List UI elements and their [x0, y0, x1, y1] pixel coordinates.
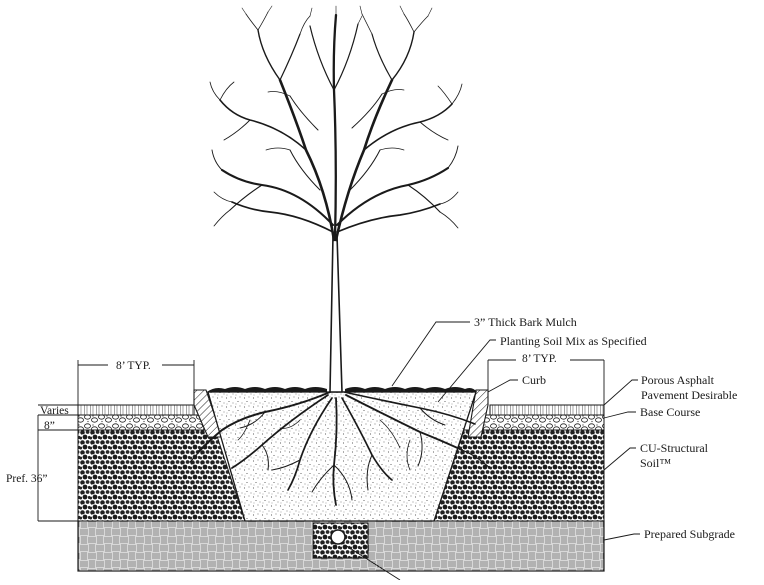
prepared-subgrade-label: Prepared Subgrade: [644, 527, 735, 541]
structural-soil-label-line1: CU-Structural: [640, 441, 709, 455]
eight-inch-dimension: 8”: [44, 420, 55, 432]
drain-pipe-icon: [330, 529, 346, 545]
right-typ-dimension: 8’ TYP.: [522, 353, 557, 365]
bark-mulch-right: [345, 387, 477, 392]
porous-asphalt-label-line1: Porous Asphalt: [641, 373, 715, 387]
curb-right: [467, 389, 489, 438]
base-course-left: [77, 414, 211, 431]
porous-asphalt-right: [489, 404, 605, 416]
left-typ-dimension: 8’ TYP.: [116, 360, 151, 372]
structural-soil-left: [77, 429, 246, 522]
tree: [209, 5, 463, 393]
curb-label: Curb: [522, 373, 546, 387]
porous-asphalt-label-line2: Pavement Desirable: [641, 388, 737, 402]
varies-dimension: Varies: [40, 405, 69, 417]
tree-trunk: [329, 234, 343, 393]
root-system: [189, 391, 491, 506]
bark-mulch-label: 3” Thick Bark Mulch: [474, 315, 577, 329]
structural-soil-label-line2: Soil™: [640, 456, 671, 470]
base-course-right: [478, 414, 605, 431]
dimension-lines-left: [37, 360, 195, 522]
pref-depth-dimension: Pref. 36”: [6, 473, 48, 485]
base-course-label: Base Course: [640, 405, 700, 419]
porous-asphalt-left: [77, 404, 195, 416]
dimension-lines-right: [487, 359, 605, 521]
leader-lines: [344, 321, 640, 581]
bark-mulch-left: [207, 387, 327, 392]
planting-soil-label: Planting Soil Mix as Specified: [500, 334, 647, 348]
